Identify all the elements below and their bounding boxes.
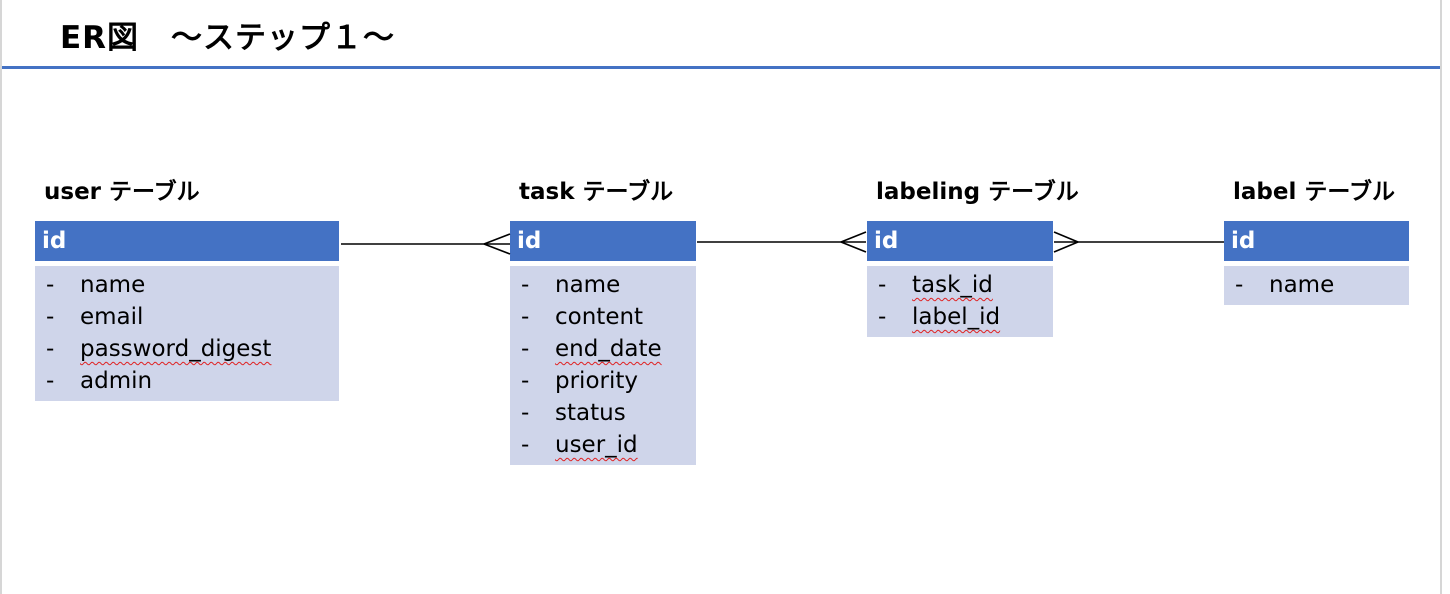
attribute-name: priority <box>555 368 638 394</box>
attribute-bullet: - <box>46 304 55 330</box>
task-entity-pk: id <box>510 221 696 261</box>
user-attribute-row: -admin <box>35 365 339 397</box>
attribute-name: user_id <box>555 432 638 458</box>
user-table-label: user テーブル <box>44 179 200 205</box>
attribute-bullet: - <box>521 432 530 458</box>
user-attribute-row: -name <box>35 269 339 301</box>
labeling-entity-pk: id <box>867 221 1053 261</box>
user-entity-pk: id <box>35 221 339 261</box>
task-attribute-row: -end_date <box>510 333 696 365</box>
attribute-bullet: - <box>521 368 530 394</box>
user-entity-attributes: -name-email-password_digest-admin <box>35 266 339 401</box>
user-attribute-row: -email <box>35 301 339 333</box>
task-table-label: task テーブル <box>519 179 674 205</box>
attribute-bullet: - <box>521 400 530 426</box>
task-attribute-row: -name <box>510 269 696 301</box>
attribute-bullet: - <box>46 368 55 394</box>
attribute-bullet: - <box>878 272 887 298</box>
slide-title: ER図 〜ステップ１〜 <box>60 20 396 56</box>
label-entity-pk: id <box>1224 221 1409 261</box>
label-table-label: label テーブル <box>1233 179 1395 205</box>
labeling-table-label: labeling テーブル <box>876 179 1079 205</box>
labeling-attribute-row: -label_id <box>867 301 1053 333</box>
user-entity[interactable]: id -name-email-password_digest-admin <box>35 221 339 401</box>
attribute-bullet: - <box>878 304 887 330</box>
labeling-attribute-row: -task_id <box>867 269 1053 301</box>
labeling-label-connector <box>1053 231 1224 253</box>
attribute-bullet: - <box>521 304 530 330</box>
attribute-bullet: - <box>46 272 55 298</box>
attribute-name: end_date <box>555 336 662 362</box>
attribute-bullet: - <box>521 272 530 298</box>
attribute-name: password_digest <box>80 336 272 362</box>
attribute-name: name <box>555 272 621 298</box>
slide-left-edge <box>0 0 2 594</box>
attribute-name: name <box>1269 272 1335 298</box>
label-entity-attributes: -name <box>1224 266 1409 305</box>
task-labeling-connector <box>697 231 867 253</box>
task-attribute-row: -status <box>510 397 696 429</box>
attribute-bullet: - <box>521 336 530 362</box>
attribute-bullet: - <box>46 336 55 362</box>
task-attribute-row: -priority <box>510 365 696 397</box>
labeling-entity[interactable]: id -task_id-label_id <box>867 221 1053 337</box>
label-attribute-row: -name <box>1224 269 1409 301</box>
attribute-bullet: - <box>1235 272 1244 298</box>
attribute-name: label_id <box>912 304 1001 330</box>
attribute-name: email <box>80 304 144 330</box>
task-attribute-row: -content <box>510 301 696 333</box>
attribute-name: name <box>80 272 146 298</box>
task-attribute-row: -user_id <box>510 429 696 461</box>
user-attribute-row: -password_digest <box>35 333 339 365</box>
label-entity[interactable]: id -name <box>1224 221 1409 305</box>
attribute-name: task_id <box>912 272 993 298</box>
attribute-name: content <box>555 304 644 330</box>
title-underline <box>2 66 1440 69</box>
user-task-connector <box>341 233 511 255</box>
slide-right-edge <box>1440 0 1442 594</box>
task-entity-attributes: -name-content-end_date-priority-status-u… <box>510 266 696 465</box>
attribute-name: admin <box>80 368 153 394</box>
task-entity[interactable]: id -name-content-end_date-priority-statu… <box>510 221 696 465</box>
labeling-entity-attributes: -task_id-label_id <box>867 266 1053 337</box>
attribute-name: status <box>555 400 626 426</box>
